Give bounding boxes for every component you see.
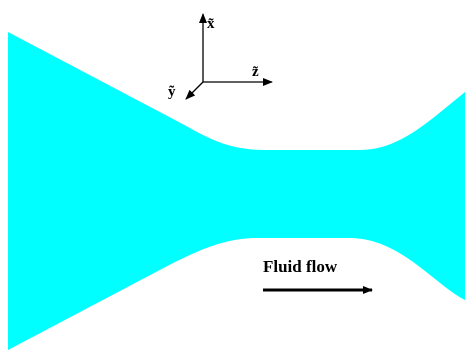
fluid-flow-annotation: Fluid flow: [263, 257, 373, 294]
x-axis-label: x̃: [207, 16, 215, 32]
z-axis-label: z̃: [252, 64, 259, 80]
fluid-channel-region: [8, 32, 465, 350]
fluid-flow-label: Fluid flow: [263, 257, 338, 276]
y-axis-line: [185, 81, 204, 100]
coordinate-axes: x̃ z̃ ỹ: [168, 13, 273, 100]
y-axis-label: ỹ: [168, 84, 176, 100]
